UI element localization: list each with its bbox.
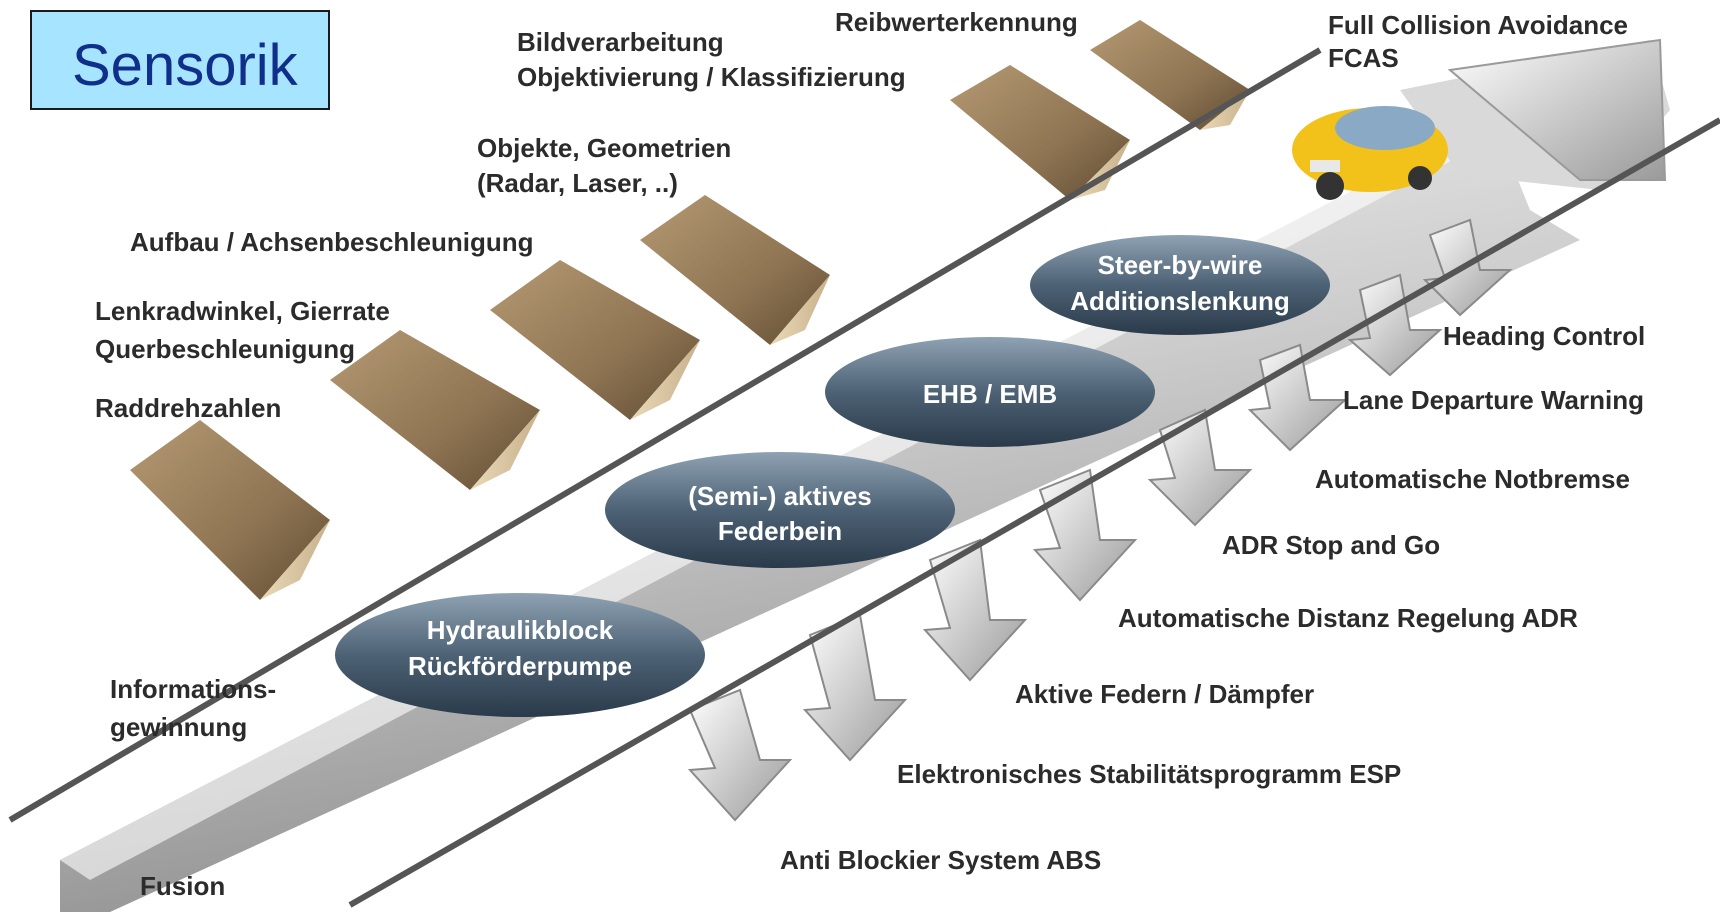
sensor-label-querbeschleunigung: Querbeschleunigung xyxy=(95,334,356,364)
sensor-label-reibwert: Reibwerterkennung xyxy=(835,7,1078,37)
actuator-label-federbein-1: (Semi-) aktives xyxy=(688,481,872,511)
actuator-label-steer-2: Additionslenkung xyxy=(1070,286,1290,316)
function-label-abs: Anti Blockier System ABS xyxy=(780,845,1102,875)
divider-line-upper xyxy=(8,47,1322,823)
stage-label-info-1: Informations- xyxy=(110,674,277,704)
title-box: Sensorik xyxy=(30,10,330,110)
divider-line-lower xyxy=(348,117,1720,908)
stage-label-info-2: gewinnung xyxy=(110,712,248,742)
sensor-label-bildverarbeitung: Bildverarbeitung xyxy=(517,27,724,57)
sensor-prism-6 xyxy=(1090,20,1250,130)
sensor-label-radar-laser: (Radar, Laser, ..) xyxy=(477,168,678,198)
actuator-label-hydraulik-1: Hydraulikblock xyxy=(426,615,614,645)
function-label-daempfer: Aktive Federn / Dämpfer xyxy=(1015,679,1315,709)
sensor-prism-1 xyxy=(130,420,330,600)
actuator-label-ehb: EHB / EMB xyxy=(922,379,1058,409)
sensor-label-lenkrad: Lenkradwinkel, Gierrate xyxy=(95,296,390,326)
page-title: Sensorik xyxy=(72,33,298,98)
function-label-notbremse: Automatische Notbremse xyxy=(1315,464,1630,494)
goal-label-line1: Full Collision Avoidance xyxy=(1328,10,1628,40)
actuator-oval-hydraulik xyxy=(335,593,705,717)
actuator-oval-federbein xyxy=(605,452,955,568)
function-arrow-lane xyxy=(1347,273,1443,377)
sensor-label-raddrehzahlen: Raddrehzahlen xyxy=(95,393,282,423)
actuator-oval-ehb xyxy=(825,337,1155,447)
sensor-label-objekte: Objekte, Geometrien xyxy=(477,133,732,163)
function-label-heading: Heading Control xyxy=(1443,321,1646,351)
actuator-label-federbein-2: Federbein xyxy=(717,516,843,546)
actuator-label-hydraulik-2: Rückförderpumpe xyxy=(408,651,632,681)
function-arrow-stop-go xyxy=(1147,408,1253,527)
car-icon xyxy=(1292,106,1448,200)
sensor-prism-4 xyxy=(640,195,830,345)
actuator-label-steer-1: Steer-by-wire xyxy=(1097,250,1263,280)
sensor-prism-3 xyxy=(490,260,700,420)
function-label-adr: Automatische Distanz Regelung ADR xyxy=(1118,603,1578,633)
function-arrow-esp xyxy=(802,613,908,762)
sensor-label-objektivierung: Objektivierung / Klassifizierung xyxy=(517,62,906,92)
goal-label-line2: FCAS xyxy=(1328,43,1399,73)
function-arrow-daempfer xyxy=(922,538,1028,682)
function-label-stop-go: ADR Stop and Go xyxy=(1222,530,1441,560)
function-arrow-adr xyxy=(1032,468,1138,602)
actuator-oval-steer xyxy=(1030,235,1330,335)
stage-label-fusion: Fusion xyxy=(140,871,226,901)
function-label-lane: Lane Departure Warning xyxy=(1343,385,1644,415)
function-arrow-abs xyxy=(687,688,793,822)
sensor-prism-2 xyxy=(330,330,540,490)
function-label-esp: Elektronisches Stabilitätsprogramm ESP xyxy=(897,759,1402,789)
function-arrow-notbremse xyxy=(1247,343,1348,452)
sensor-label-aufbau: Aufbau / Achsenbeschleunigung xyxy=(130,227,534,257)
